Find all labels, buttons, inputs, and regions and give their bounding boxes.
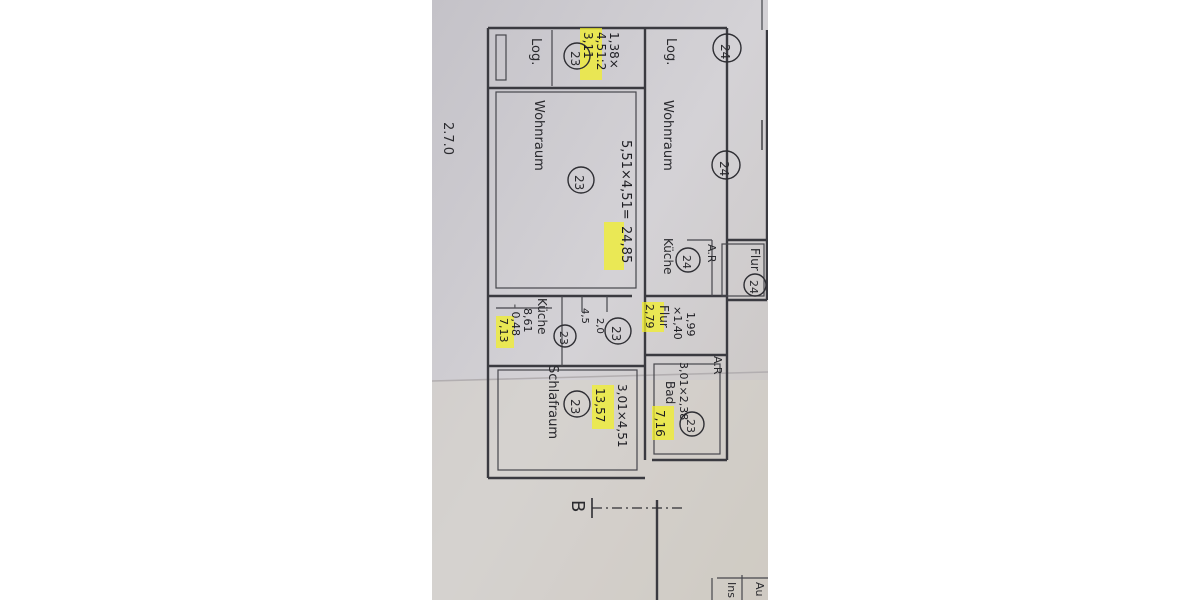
note-log-calc-2: 4,51:2 bbox=[594, 32, 608, 70]
unit-24-wohn: 24 bbox=[717, 161, 731, 176]
unit-circles bbox=[553, 33, 767, 437]
unit-24-kueche: 24 bbox=[680, 255, 693, 269]
note-kueche-calc-1: 8,61 bbox=[521, 308, 534, 333]
note-kueche-calc-2: - 0,48 bbox=[509, 304, 522, 336]
edge-text-top-left: 2.7.0 bbox=[440, 122, 455, 155]
note-wohn-calc: 5,51×4,51= bbox=[618, 140, 633, 220]
note-schlaf-result: 13,57 bbox=[593, 388, 607, 422]
unit-23-wohn: 23 bbox=[572, 175, 586, 190]
label-kueche-top: Küche bbox=[661, 238, 675, 274]
label-schlafraum: Schlafraum bbox=[545, 365, 560, 439]
label-flur-right: Flur bbox=[748, 248, 762, 271]
label-log-bottom: Log. bbox=[528, 38, 543, 65]
note-log-calc-1: 1,38× bbox=[607, 32, 621, 69]
label-log-top: Log. bbox=[663, 38, 678, 65]
floor-plan: Log. Log. Wohnraum Wohnraum Küche Küche … bbox=[432, 0, 768, 600]
note-bad-calc: 3,01×2,38 bbox=[677, 362, 690, 420]
section-lines bbox=[591, 120, 763, 518]
highlights bbox=[496, 28, 674, 440]
unit-23-kueche: 23 bbox=[557, 331, 570, 345]
edge-text-bottom-b: Ins bbox=[725, 582, 738, 598]
unit-24-flur: 24 bbox=[747, 280, 760, 294]
walls bbox=[486, 26, 768, 600]
label-bad: Bad bbox=[663, 381, 677, 404]
note-flur-calc-2: ×1,40 bbox=[671, 306, 684, 340]
unit-23-bad: 23 bbox=[684, 419, 697, 433]
note-flur-calc-1: 1,99 bbox=[684, 312, 697, 337]
handwritten-notes: 1,38× 4,51:2 3,11 5,51×4,51= 24,85 8,61 … bbox=[497, 32, 697, 448]
label-wohnraum-bottom: Wohnraum bbox=[531, 100, 546, 171]
label-flur-center: Flur bbox=[657, 305, 671, 328]
note-bad-result: 7,16 bbox=[653, 410, 667, 437]
label-kueche-bottom: Küche bbox=[535, 298, 549, 334]
unit-numbers: 24 23 24 23 24 24 23 23 23 23 bbox=[557, 44, 760, 433]
note-kueche-small: 4,5 bbox=[579, 308, 590, 324]
unit-23-flur: 23 bbox=[609, 326, 623, 341]
printed-labels: Log. Log. Wohnraum Wohnraum Küche Küche … bbox=[528, 38, 762, 439]
section-marker-b: B bbox=[567, 500, 588, 512]
note-flur-small: 2,0 bbox=[594, 318, 605, 334]
note-wohn-result: 24,85 bbox=[618, 226, 633, 263]
unit-23-schlaf: 23 bbox=[568, 399, 582, 414]
unit-23-log: 23 bbox=[568, 51, 582, 66]
edge-text-bottom-a: Au bbox=[753, 582, 766, 597]
note-flur-result: 2,79 bbox=[643, 304, 656, 329]
label-ar-bottom: A.R bbox=[711, 356, 724, 375]
floor-plan-photo: Log. Log. Wohnraum Wohnraum Küche Küche … bbox=[432, 0, 768, 600]
label-wohnraum-top: Wohnraum bbox=[660, 100, 675, 171]
label-ar-top: A.R bbox=[705, 244, 718, 263]
note-schlaf-calc: 3,01×4,51 bbox=[615, 384, 629, 448]
note-kueche-result: 7,13 bbox=[497, 318, 510, 343]
note-log-calc-3: 3,11 bbox=[581, 32, 595, 59]
unit-24-log: 24 bbox=[718, 44, 732, 59]
